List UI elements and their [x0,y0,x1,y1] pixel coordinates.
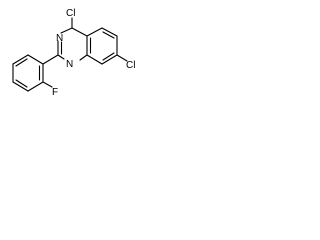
bond-c7-cl [116,54,128,62]
atom-cl-right: Cl [126,60,135,71]
bond-ph3-ph4-inner [15,79,28,88]
bond-c4a-c5 [86,27,103,37]
bond-ph5-ph6 [12,54,29,65]
bond-ph2-ph3 [27,81,44,92]
atom-cl-top: Cl [66,8,75,19]
bond-c5-c6-inner [102,31,115,39]
bond-c2-phenyl [42,54,59,65]
bond-ph5-ph6-inner [15,58,28,67]
atom-n-top: N [56,33,63,44]
bond-ph2-f [42,81,53,88]
bond-ph6-ph1 [27,54,44,65]
bond-c4-c4a [71,27,88,37]
atom-n-bottom: N [66,59,73,70]
bond-c7-c8-inner [102,52,115,61]
bond-c5-c6 [101,27,118,37]
bond-ph3-ph4 [12,81,29,92]
bond-lines [12,17,128,92]
bond-c8-c8a [86,54,103,65]
chemical-structure-diagram: Cl N N Cl F [12,8,135,98]
bond-n1-c8a [79,54,88,61]
atom-fluorine: F [52,87,58,98]
atom-labels: Cl N N Cl F [52,8,135,98]
bond-c7-c8 [101,54,118,65]
bond-c4-n3 [60,27,73,34]
bond-c2-n1 [57,54,65,60]
